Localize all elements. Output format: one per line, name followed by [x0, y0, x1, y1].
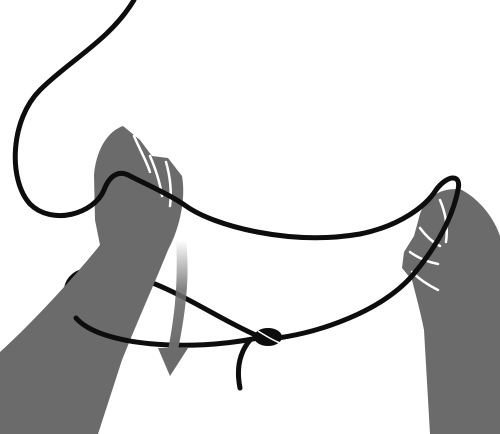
rope-knot	[254, 328, 282, 346]
